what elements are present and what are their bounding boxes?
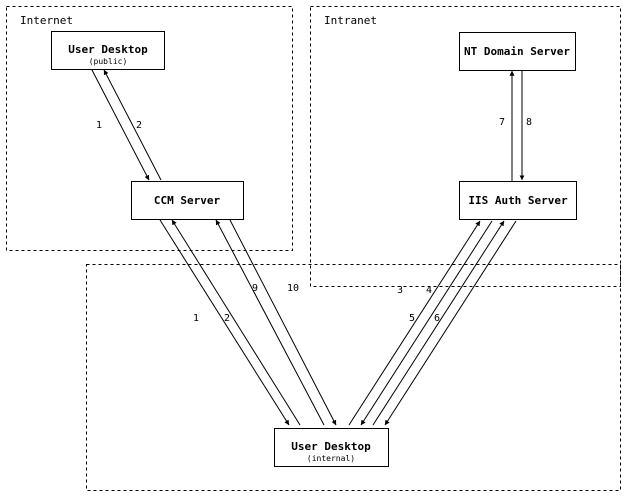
flow-step-label-6: 7	[499, 117, 505, 128]
flow-line-10	[229, 219, 337, 426]
node-nt-domain-server[interactable]: NT Domain Server	[459, 32, 576, 71]
node-user-desktop-public-box[interactable]	[51, 31, 165, 70]
flow-step-label-1b: 1	[193, 313, 199, 324]
flow-line-5	[372, 220, 505, 426]
node-ccm-server[interactable]: CCM Server	[131, 181, 244, 220]
node-user-desktop-internal-subtitle: (internal)	[307, 454, 355, 463]
flow-line-1b	[159, 219, 290, 426]
flow-line-1	[91, 69, 150, 181]
node-iis-auth-server[interactable]: IIS Auth Server	[459, 181, 577, 220]
node-ccm-server-title: CCM Server	[154, 194, 221, 207]
flow-step-label-8: 6	[434, 313, 440, 324]
flow-line-8	[384, 220, 517, 426]
flow-step-label-5: 5	[409, 313, 415, 324]
zone-internet: Internet	[6, 6, 293, 251]
flow-step-label-4: 4	[426, 285, 432, 296]
flow-line-2	[103, 69, 162, 181]
node-user-desktop-internal-box[interactable]	[274, 428, 389, 467]
flow-public-ccm: 1 2	[91, 69, 162, 181]
zone-internal-border	[86, 264, 621, 491]
node-iis-auth-server-title: IIS Auth Server	[468, 194, 568, 207]
flow-step-label-7: 8	[526, 117, 532, 128]
node-user-desktop-public[interactable]: User Desktop (public)	[51, 31, 165, 70]
flow-line-4	[360, 220, 493, 426]
node-nt-domain-server-title: NT Domain Server	[464, 45, 570, 58]
node-user-desktop-internal-title: User Desktop	[291, 440, 371, 453]
node-user-desktop-public-subtitle: (public)	[89, 57, 128, 66]
zone-intranet-label: Intranet	[324, 14, 377, 27]
flow-iis-nt: 7 8	[499, 70, 532, 181]
zone-internet-border	[6, 6, 293, 251]
flow-line-3	[348, 220, 481, 426]
flow-internal-iis-58: 5 6	[372, 220, 517, 426]
flow-line-9	[215, 219, 325, 426]
zone-internal	[86, 264, 621, 491]
flow-ccm-internal-910: 9 10	[215, 219, 337, 426]
flow-step-label-3: 3	[397, 285, 403, 296]
node-user-desktop-internal[interactable]: User Desktop (internal)	[274, 428, 389, 467]
node-user-desktop-public-title: User Desktop	[68, 43, 148, 56]
flow-step-label-1: 1	[96, 120, 102, 131]
node-ccm-server-box[interactable]	[131, 181, 244, 220]
flow-step-label-9: 9	[252, 283, 258, 294]
zone-internet-label: Internet	[20, 14, 73, 27]
node-iis-auth-server-box[interactable]	[459, 181, 577, 220]
flow-ccm-internal-12: 1 2	[159, 219, 301, 426]
flow-step-label-2b: 2	[224, 313, 230, 324]
node-nt-domain-server-box[interactable]	[459, 32, 576, 71]
flow-internal-iis-34: 3 4	[348, 220, 493, 426]
zone-intranet: Intranet	[310, 6, 621, 287]
zone-intranet-border	[310, 6, 621, 287]
flow-step-label-2: 2	[136, 120, 142, 131]
flow-line-2b	[171, 219, 301, 426]
flow-step-label-10: 10	[287, 283, 299, 294]
